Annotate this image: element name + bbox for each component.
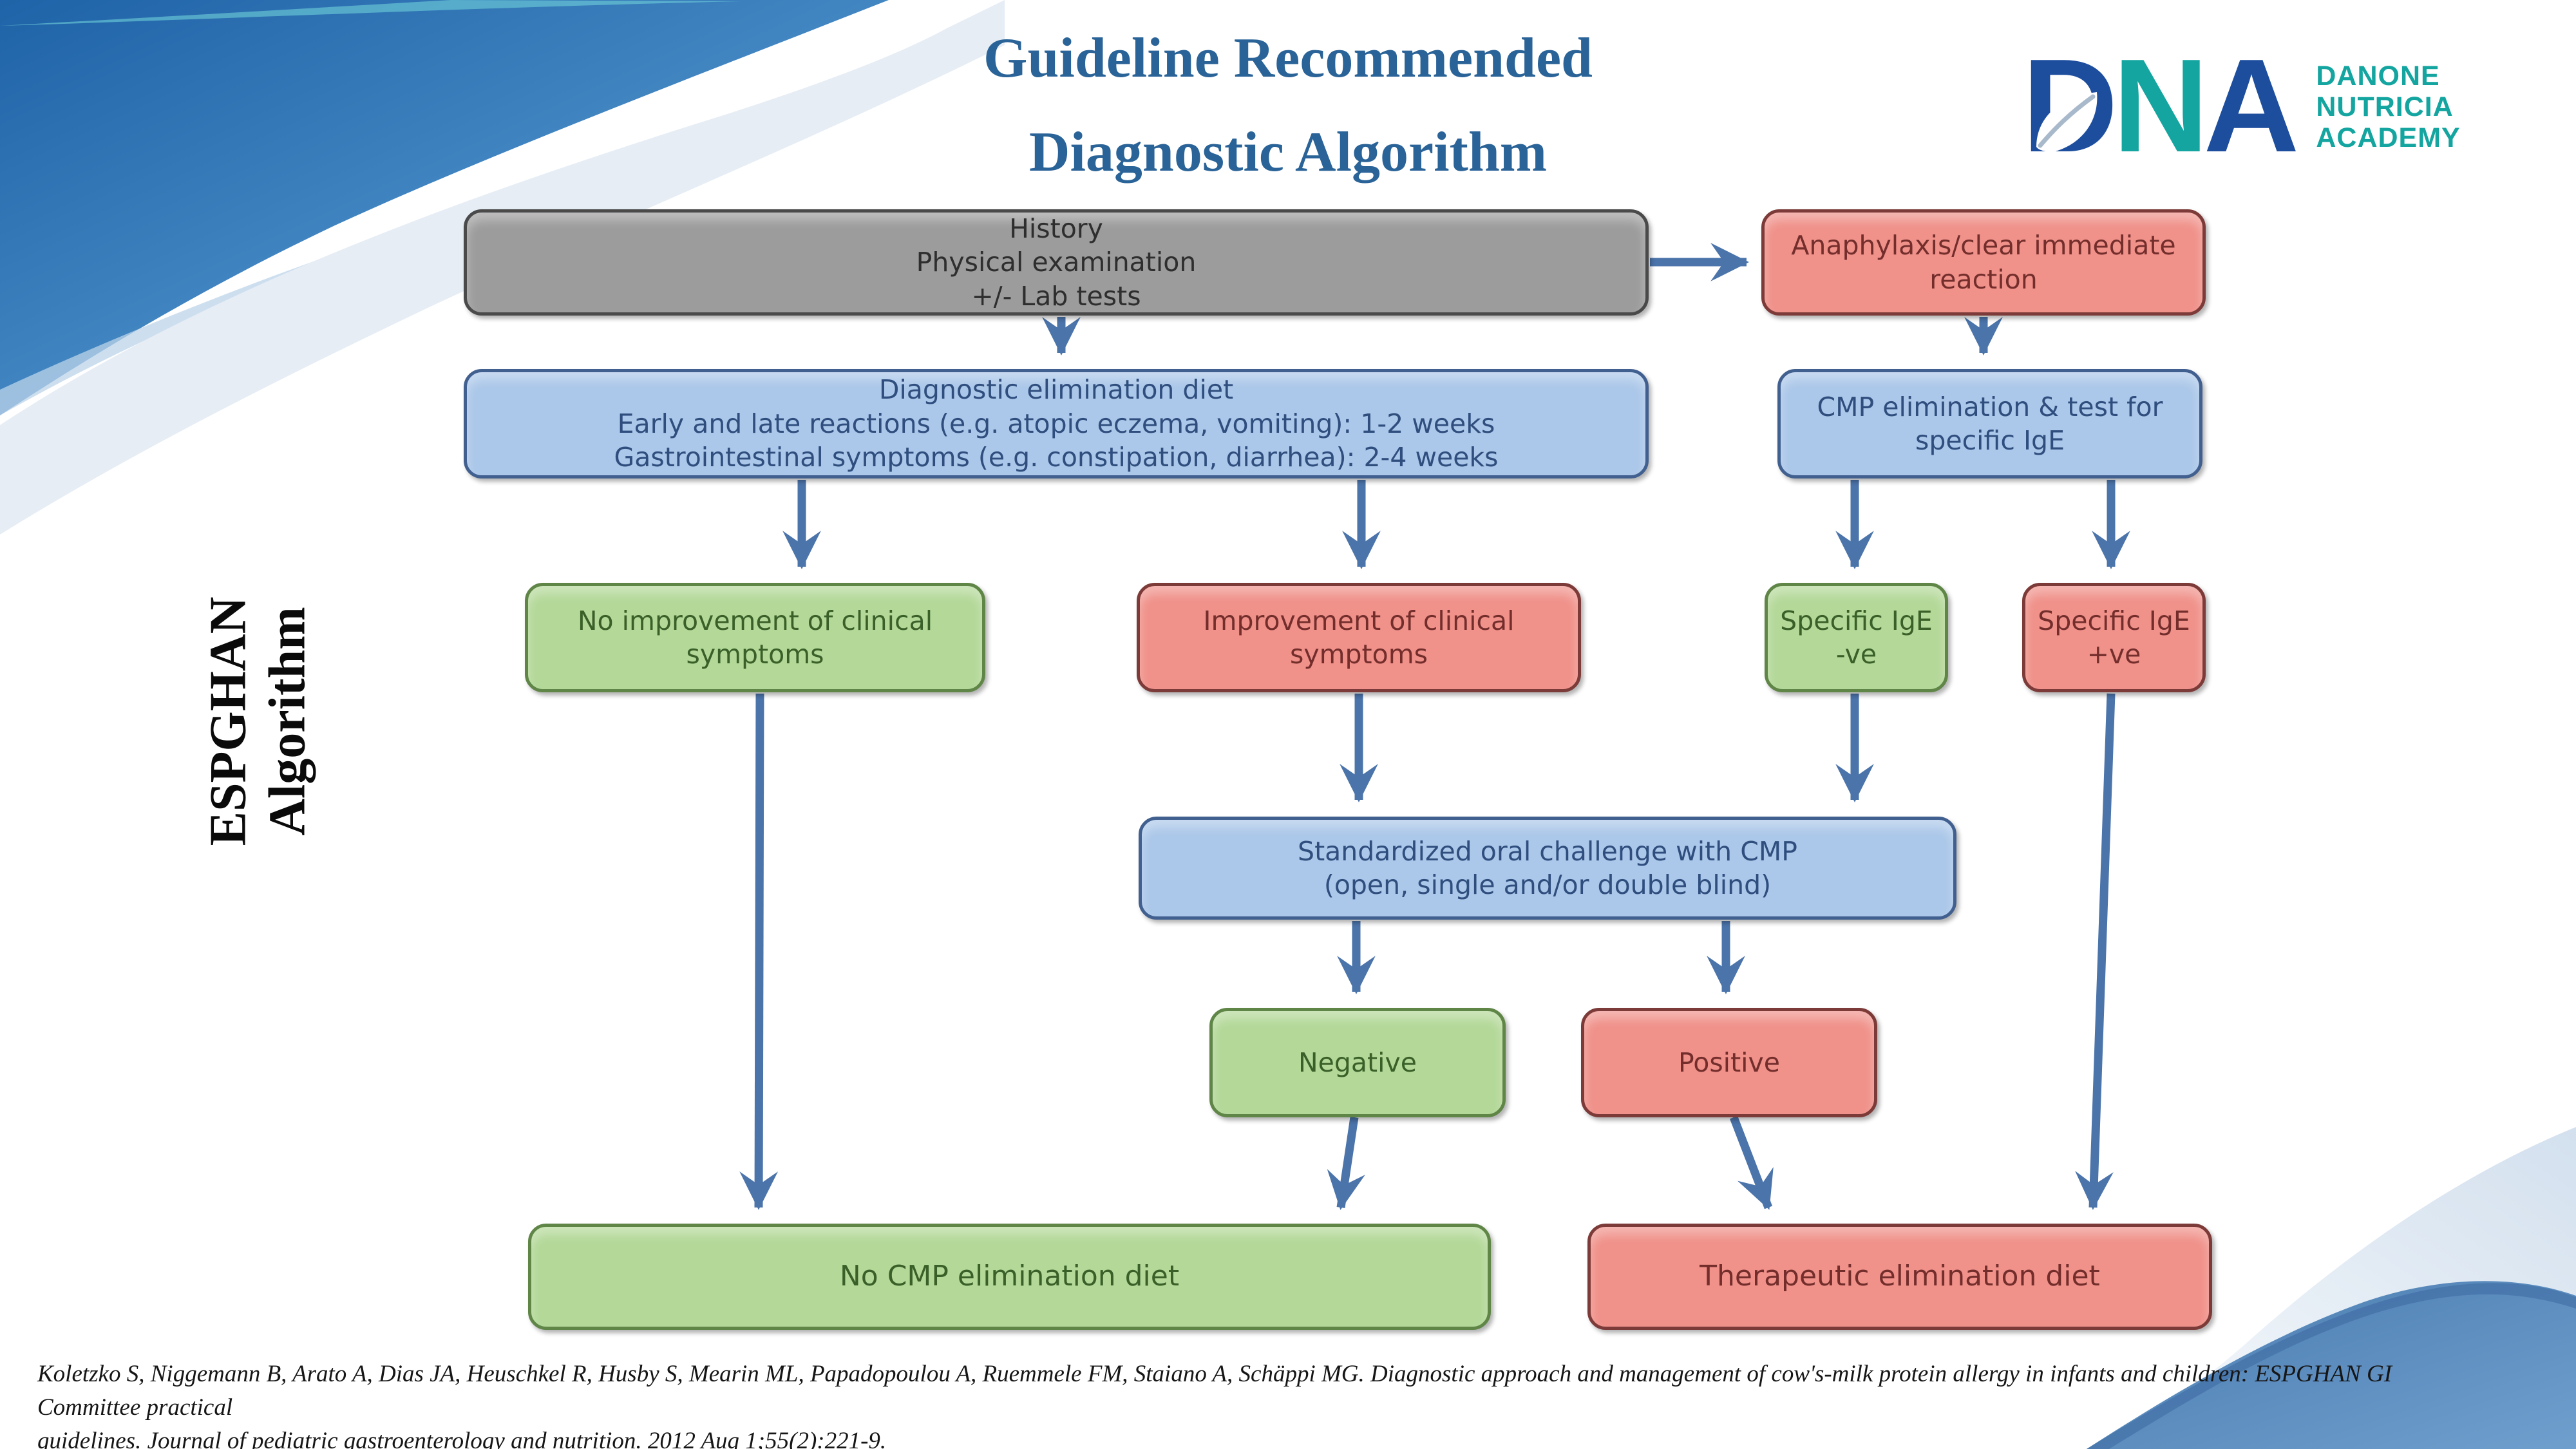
logo-brand-line1: DANONE <box>2316 61 2440 91</box>
connector-noimprove-nocmpdiet <box>739 693 779 1210</box>
connector-igepos-theradiet <box>2075 693 2116 1210</box>
node-negative: Negative <box>1209 1008 1506 1117</box>
slide-title-line2: Diagnostic Algorithm <box>1028 121 1548 184</box>
connector-negative-nocmpdiet <box>1327 1117 1365 1210</box>
logo-brand-text: DANONE NUTRICIA ACADEMY <box>2316 50 2460 153</box>
node-therapeutic-elimination-diet: Therapeutic elimination diet <box>1587 1224 2212 1330</box>
node-no-improvement: No improvement of clinical symptoms <box>525 583 985 692</box>
logo-brand-line2: NUTRICIA <box>2316 91 2454 122</box>
logo-letter-a: A <box>2203 32 2300 180</box>
node-improvement: Improvement of clinical symptoms <box>1137 583 1581 692</box>
logo-brand-line3: ACADEMY <box>2316 122 2461 153</box>
citation-line1: Koletzko S, Niggemann B, Arato A, Dias J… <box>37 1361 2392 1421</box>
node-specific-ige-negative: Specific IgE -ve <box>1765 583 1948 692</box>
node-positive: Positive <box>1581 1008 1877 1117</box>
citation: Koletzko S, Niggemann B, Arato A, Dias J… <box>37 1358 2407 1449</box>
leaf-icon <box>2036 92 2098 152</box>
citation-line2: guidelines. Journal of pediatric gastroe… <box>37 1428 887 1449</box>
node-history: History Physical examination +/- Lab tes… <box>464 209 1649 316</box>
node-oral-challenge: Standardized oral challenge with CMP (op… <box>1139 817 1956 920</box>
connector-positive-theradiet <box>1729 1115 1774 1210</box>
dna-logo-letters: DNA <box>2022 39 2299 172</box>
node-specific-ige-positive: Specific IgE +ve <box>2022 583 2206 692</box>
slide-title: Guideline Recommended Diagnostic Algorit… <box>644 12 1932 200</box>
node-diagnostic-elimination-diet: Diagnostic elimination diet Early and la… <box>464 369 1649 478</box>
slide-title-line1: Guideline Recommended <box>983 27 1593 90</box>
node-anaphylaxis: Anaphylaxis/clear immediate reaction <box>1761 209 2206 316</box>
danone-nutricia-academy-logo: DNA DANONE NUTRICIA ACADEMY <box>2022 39 2461 172</box>
node-no-cmp-elimination-diet: No CMP elimination diet <box>528 1224 1491 1330</box>
logo-letter-n: N <box>2112 32 2209 180</box>
node-cmp-elimination-test: CMP elimination & test for specific IgE <box>1777 369 2202 478</box>
